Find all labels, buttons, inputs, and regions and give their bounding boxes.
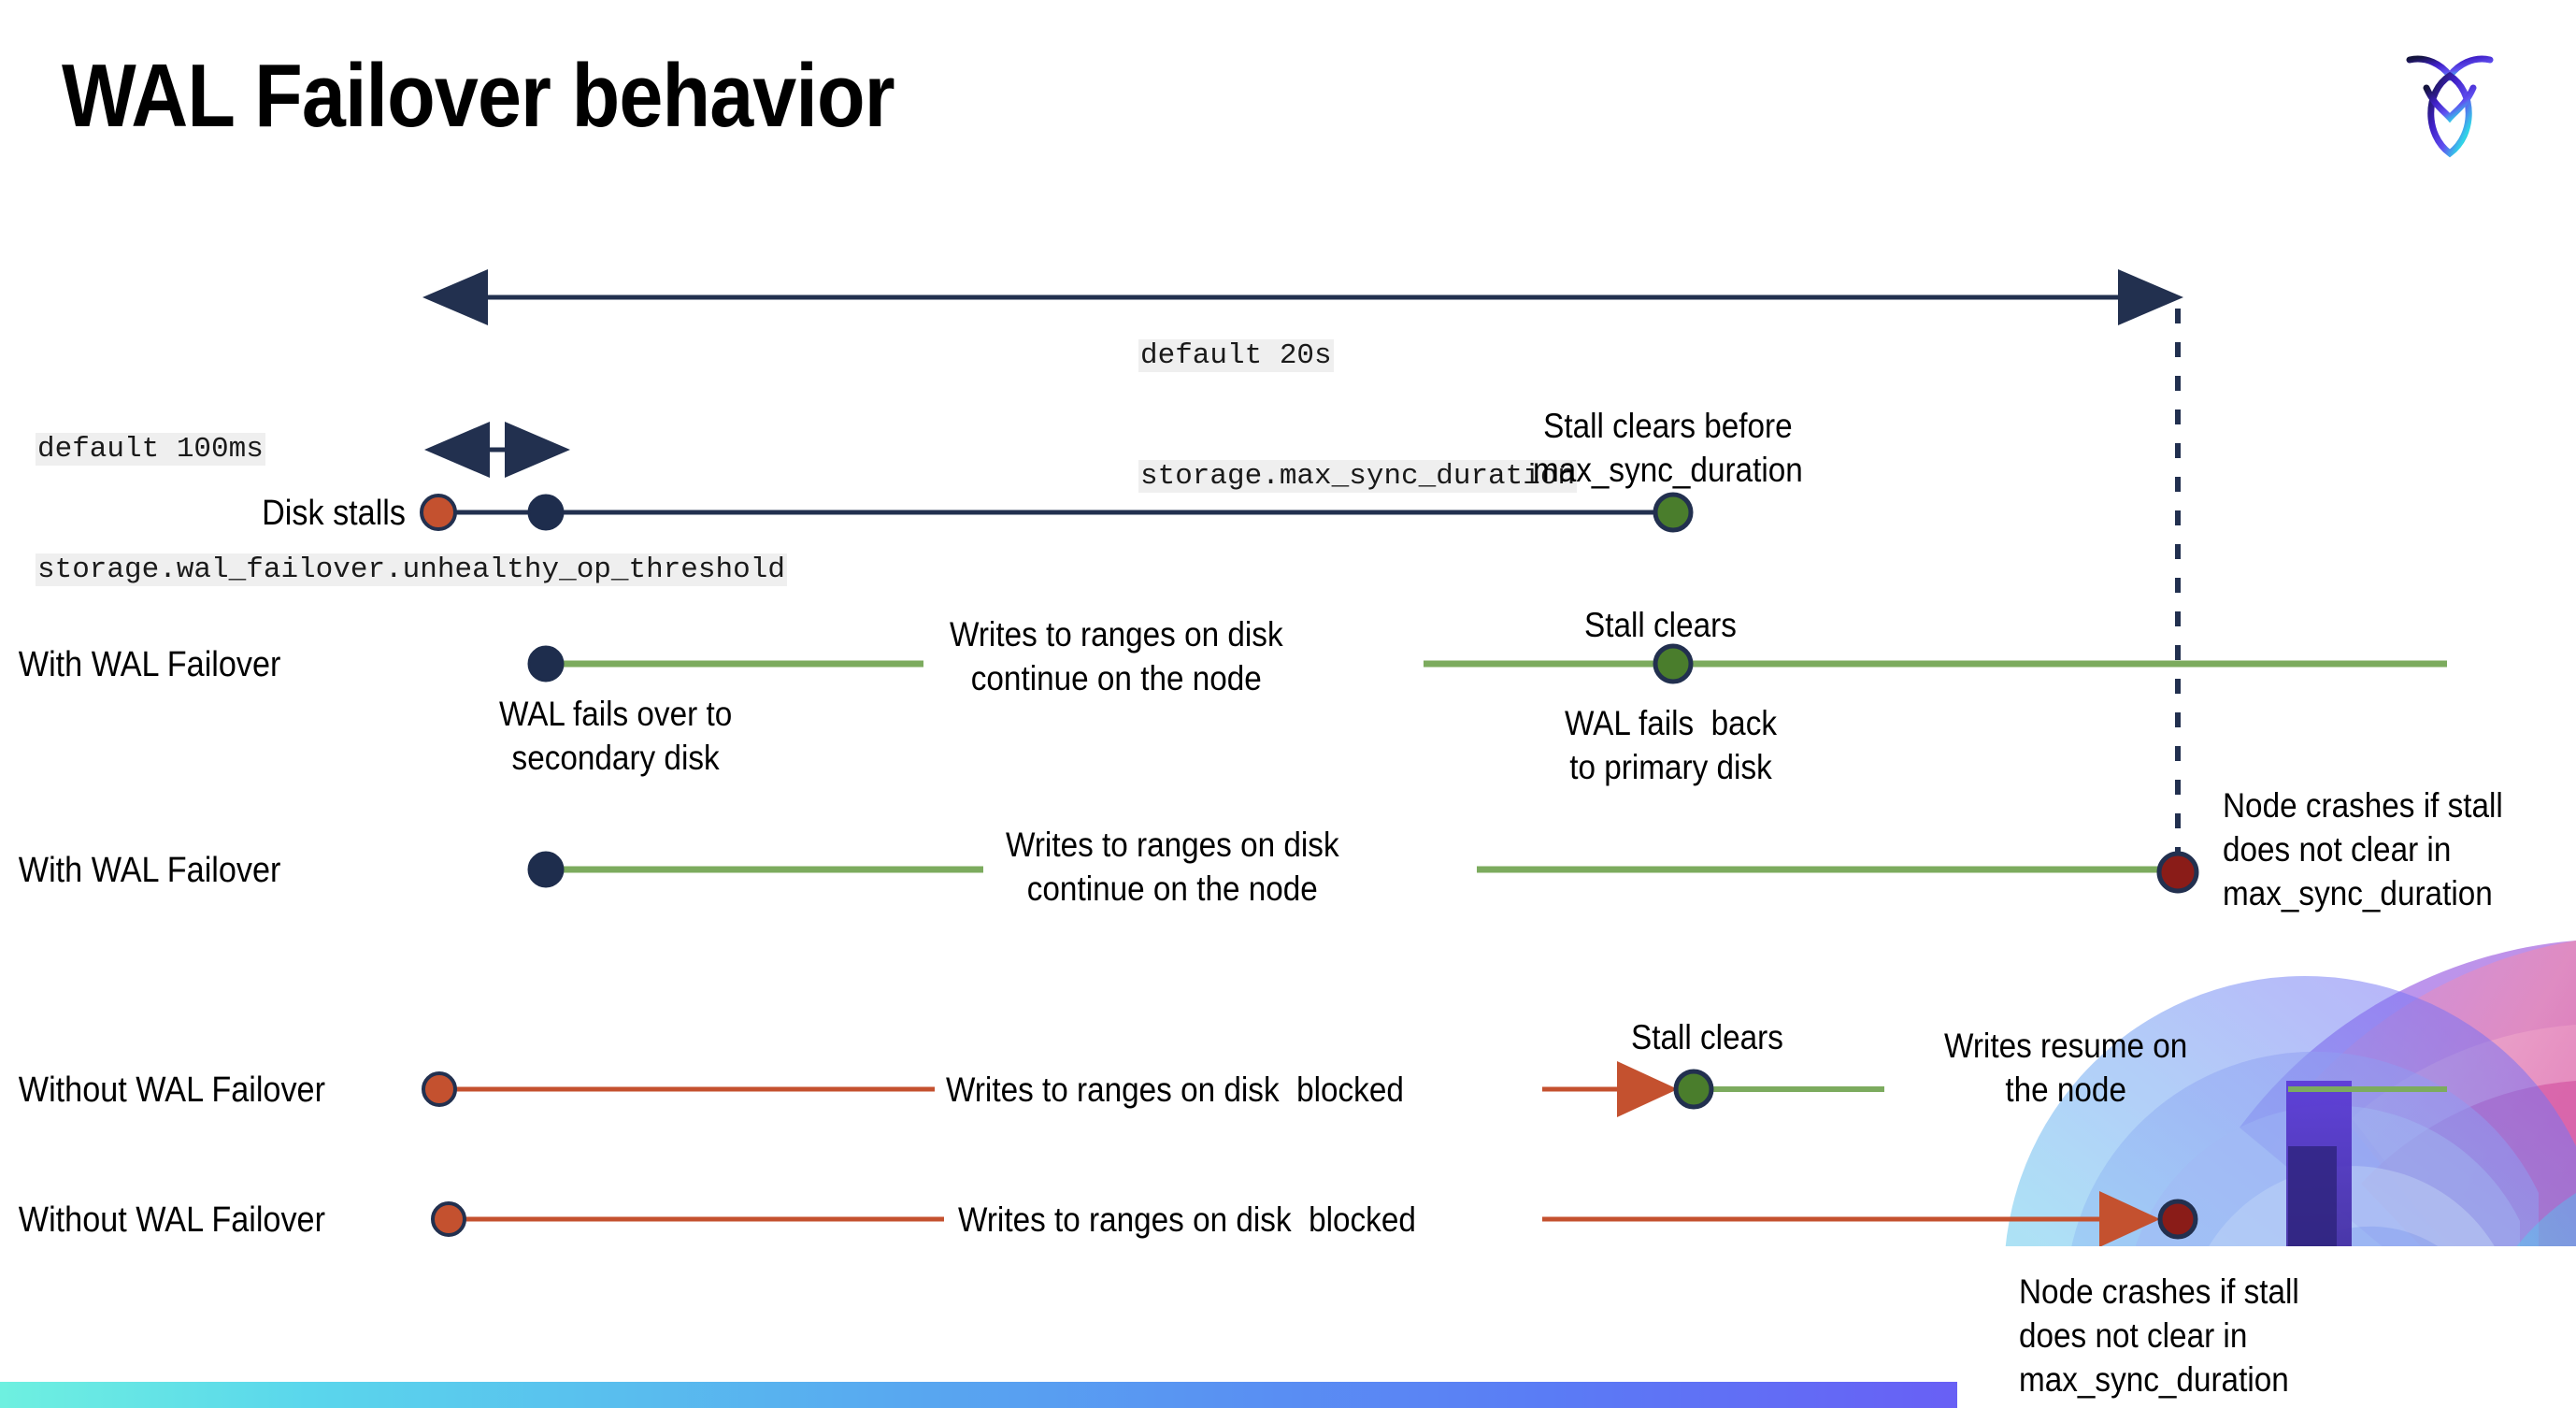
- row-label-disk-stalls: Disk stalls: [262, 494, 406, 533]
- annotation-stall-clears-row4: Stall clears: [1631, 1018, 1783, 1056]
- unhealthy-default-label: default 100ms: [36, 433, 265, 466]
- cockroachdb-logo-icon: [2406, 55, 2494, 158]
- annotation-stall-clears-before: Stall clears before max_sync_duration: [1533, 407, 1803, 489]
- annotation-node-crashes-row5: Node crashes if stall does not clear in …: [2019, 1272, 2299, 1399]
- unhealthy-setting-label: storage.wal_failover.unhealthy_op_thresh…: [36, 553, 787, 586]
- annotation-writes-blocked-row5: Writes to ranges on disk blocked: [958, 1200, 1416, 1239]
- max-sync-setting-label: storage.max_sync_duration: [1138, 460, 1578, 493]
- max-sync-default-label: default 20s: [1138, 339, 1334, 372]
- node-crashes-callout-box: Node crashes if stall does not clear in …: [1957, 1246, 2576, 1408]
- annotation-writes-blocked-row4: Writes to ranges on disk blocked: [946, 1070, 1404, 1109]
- annotation-stall-clears-row2: Stall clears: [1584, 606, 1737, 644]
- max-sync-duration-code-block: default 20s storage.max_sync_duration: [1138, 255, 1578, 577]
- annotation-wal-fails-back: WAL fails back to primary disk: [1565, 704, 1778, 786]
- annotation-node-crashes-row3: Node crashes if stall does not clear in …: [2223, 786, 2503, 912]
- row-label-without-wal-failover-2: Without WAL Failover: [18, 1200, 325, 1240]
- page-title: WAL Failover behavior: [62, 46, 895, 146]
- row-label-with-wal-failover-1: With WAL Failover: [18, 645, 281, 684]
- row-label-with-wal-failover-2: With WAL Failover: [18, 851, 281, 890]
- annotation-writes-resume: Writes resume on the node: [1944, 1027, 2188, 1109]
- annotation-wal-fails-over: WAL fails over to secondary disk: [499, 695, 733, 777]
- annotation-writes-continue-row2: Writes to ranges on disk continue on the…: [950, 615, 1283, 697]
- annotation-writes-continue-row3: Writes to ranges on disk continue on the…: [1006, 826, 1339, 908]
- row-label-without-wal-failover-1: Without WAL Failover: [18, 1070, 325, 1110]
- unhealthy-op-threshold-code-block: default 100ms storage.wal_failover.unhea…: [36, 349, 787, 670]
